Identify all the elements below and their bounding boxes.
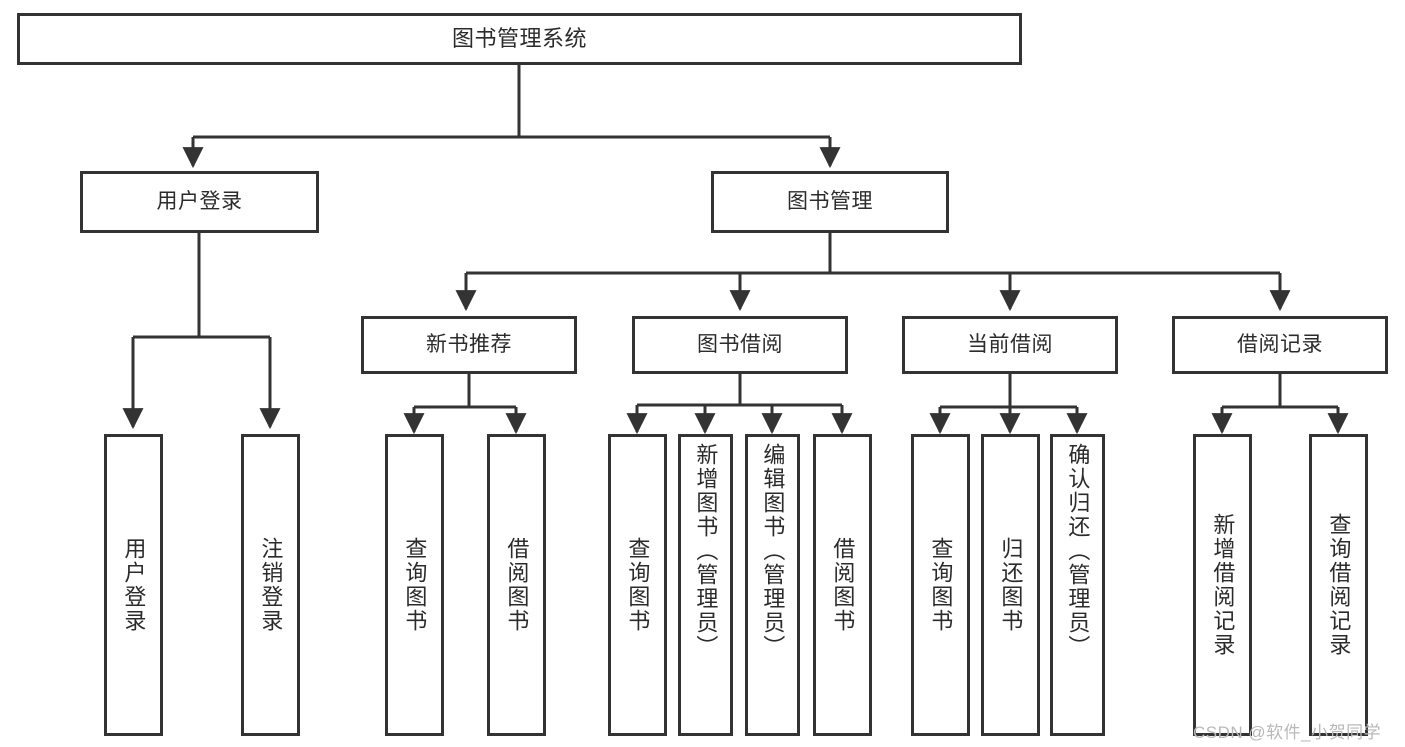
leaf-query-book-current-label: 查询图书 (928, 537, 954, 633)
node-user-login[interactable]: 用户登录 (80, 171, 319, 233)
leaf-confirm-return-admin[interactable]: 确认归还（管理员） (1050, 434, 1105, 736)
leaf-add-book-admin[interactable]: 新增图书（管理员） (678, 434, 733, 736)
node-book-borrow[interactable]: 图书借阅 (632, 316, 848, 374)
node-new-book-recommend-label: 新书推荐 (426, 332, 512, 356)
node-borrow-record[interactable]: 借阅记录 (1172, 316, 1388, 374)
node-new-book-recommend[interactable]: 新书推荐 (361, 316, 577, 374)
leaf-query-borrow-record[interactable]: 查询借阅记录 (1309, 434, 1368, 736)
leaf-return-book-label: 归还图书 (998, 537, 1024, 633)
watermark-text: CSDN @软件_小贺同学 (1193, 723, 1382, 742)
leaf-query-book-borrow-label: 查询图书 (625, 537, 651, 633)
leaf-logout-label: 注销登录 (258, 537, 284, 633)
leaf-query-book-borrow[interactable]: 查询图书 (608, 434, 667, 736)
node-book-borrow-label: 图书借阅 (697, 332, 783, 356)
leaf-query-book-recommend-label: 查询图书 (402, 537, 428, 633)
leaf-add-borrow-record-label: 新增借阅记录 (1210, 513, 1236, 657)
leaf-borrow-book[interactable]: 借阅图书 (813, 434, 872, 736)
watermark: CSDN @软件_小贺同学 (1193, 718, 1381, 743)
leaf-confirm-return-admin-label: 确认归还（管理员） (1065, 443, 1091, 659)
node-user-login-label: 用户登录 (156, 189, 243, 213)
leaf-borrow-book-recommend[interactable]: 借阅图书 (487, 434, 546, 736)
leaf-user-login[interactable]: 用户登录 (104, 434, 163, 736)
leaf-query-book-recommend[interactable]: 查询图书 (385, 434, 444, 736)
node-current-borrow[interactable]: 当前借阅 (902, 316, 1118, 374)
node-current-borrow-label: 当前借阅 (967, 332, 1053, 356)
node-root-label: 图书管理系统 (451, 26, 587, 52)
node-book-management[interactable]: 图书管理 (711, 171, 949, 233)
node-book-management-label: 图书管理 (787, 189, 873, 213)
leaf-edit-book-admin-label: 编辑图书（管理员） (760, 443, 786, 659)
leaf-borrow-book-label: 借阅图书 (830, 537, 856, 633)
leaf-add-borrow-record[interactable]: 新增借阅记录 (1193, 434, 1252, 736)
leaf-query-borrow-record-label: 查询借阅记录 (1326, 513, 1352, 657)
leaf-add-book-admin-label: 新增图书（管理员） (693, 443, 719, 659)
leaf-query-book-current[interactable]: 查询图书 (911, 434, 970, 736)
leaf-return-book[interactable]: 归还图书 (981, 434, 1040, 736)
node-borrow-record-label: 借阅记录 (1237, 332, 1323, 356)
leaf-edit-book-admin[interactable]: 编辑图书（管理员） (745, 434, 800, 736)
node-root[interactable]: 图书管理系统 (17, 13, 1022, 65)
leaf-logout[interactable]: 注销登录 (241, 434, 300, 736)
leaf-user-login-label: 用户登录 (121, 537, 147, 633)
leaf-borrow-book-recommend-label: 借阅图书 (504, 537, 530, 633)
